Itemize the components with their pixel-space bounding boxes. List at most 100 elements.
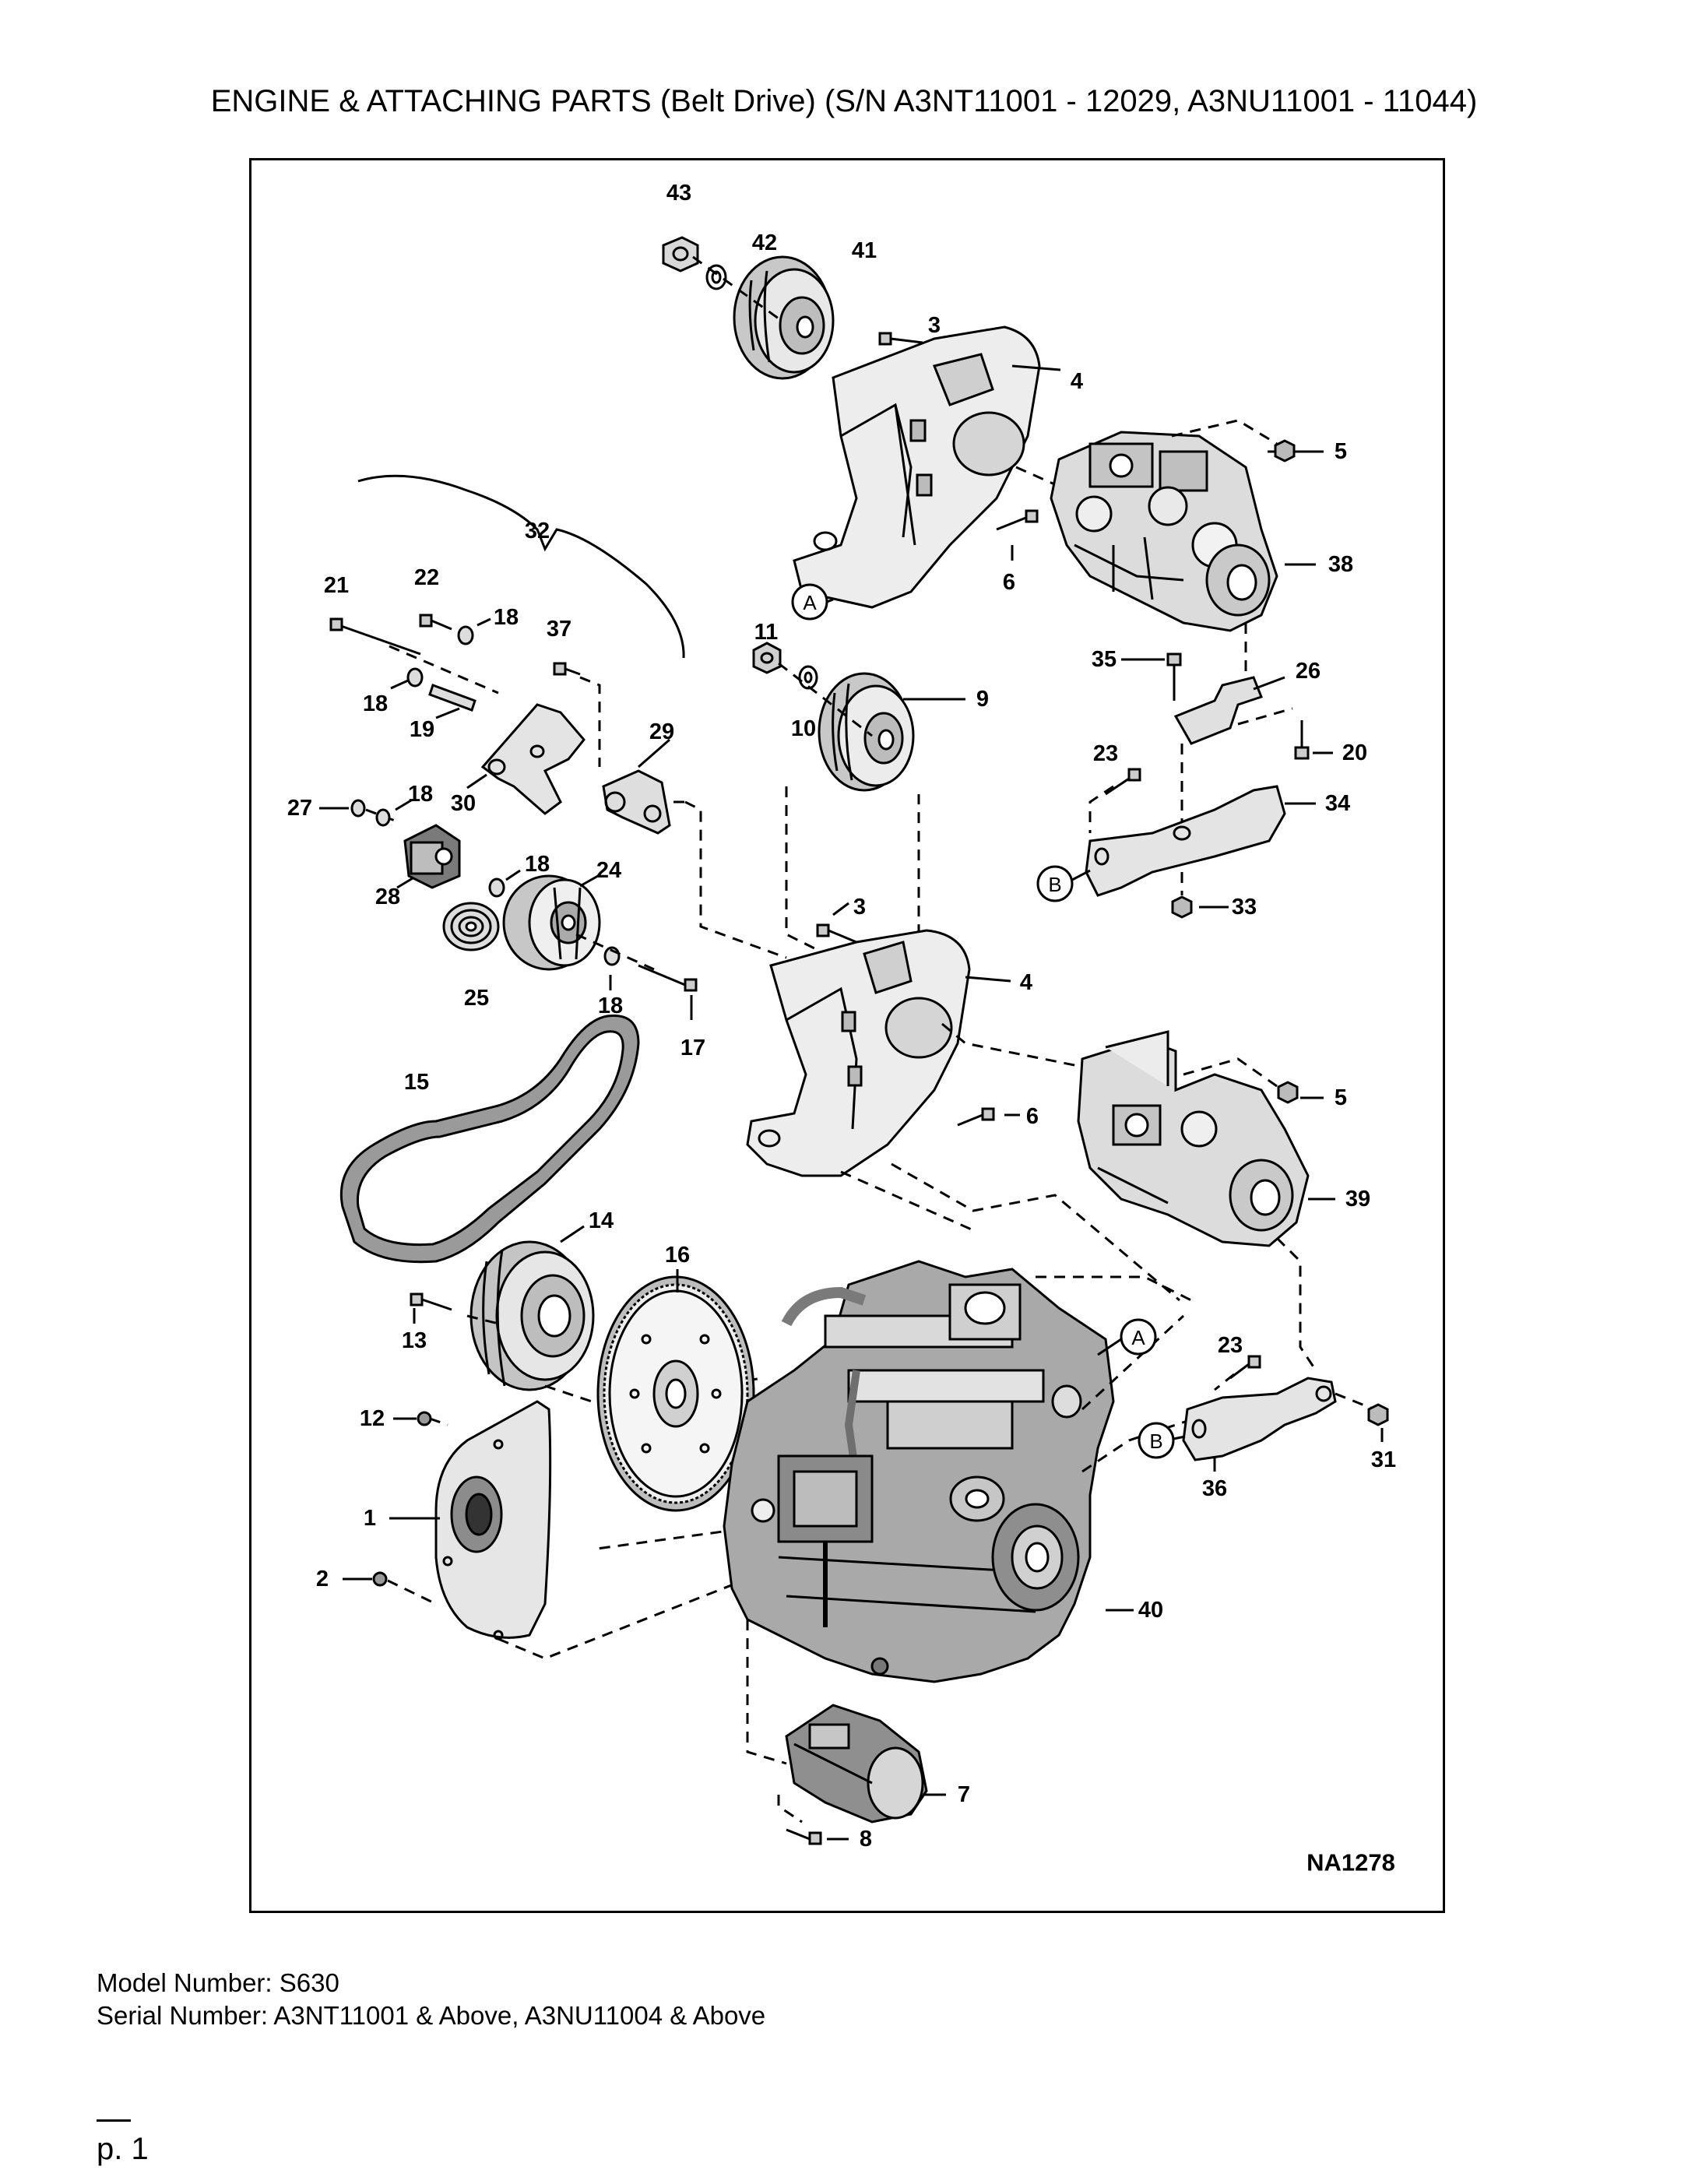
callout-label: 14 — [589, 1208, 614, 1233]
callout-label: 8 — [860, 1827, 872, 1852]
washer-18-d-part — [488, 877, 505, 898]
hydrostatic-pump-38-part — [1050, 431, 1278, 632]
engine-40-part — [723, 1260, 1115, 1683]
callout-label: 3 — [928, 313, 941, 338]
callout-label: 18 — [363, 691, 388, 716]
callout-label: 18 — [408, 782, 433, 807]
bolt-17-part — [638, 964, 698, 992]
callout-label: 23 — [1218, 1333, 1243, 1358]
nut-43-part — [662, 236, 699, 273]
flywheel-cover-1-part — [434, 1400, 552, 1641]
callout-label: 25 — [464, 986, 489, 1011]
model-number: Model Number: S630 — [97, 1968, 339, 1997]
arm-30-part — [480, 703, 586, 815]
bolt-23-lower-part — [1229, 1355, 1261, 1380]
bolt-22-part — [419, 614, 452, 631]
callout-label: 34 — [1325, 791, 1350, 816]
callout-label: 6 — [1026, 1104, 1039, 1129]
ref-marker-b-upper — [1036, 865, 1074, 902]
callout-label: 29 — [649, 719, 674, 744]
screw-12-part — [417, 1411, 432, 1426]
idler-pulley-24-part — [502, 874, 601, 971]
callout-label: 13 — [402, 1328, 427, 1353]
callout-label: 2 — [316, 1567, 329, 1591]
callout-label: 18 — [494, 605, 519, 630]
callout-label: 4 — [1020, 970, 1032, 995]
callout-label: 27 — [287, 796, 312, 821]
callout-label: 22 — [414, 565, 439, 590]
callout-label: 40 — [1138, 1598, 1163, 1623]
callout-label: 9 — [976, 687, 989, 712]
pulley-41-part — [733, 255, 835, 380]
washer-10-part — [798, 665, 818, 690]
callout-label: 18 — [598, 994, 623, 1018]
callout-label: 4 — [1071, 369, 1083, 394]
bolt-37-part — [553, 662, 581, 676]
callout-label: 12 — [360, 1406, 385, 1431]
callout-label: 43 — [666, 181, 691, 206]
bolt-13-part — [410, 1292, 452, 1311]
callout-label: 16 — [665, 1243, 690, 1268]
callout-label: 15 — [404, 1070, 429, 1095]
bolt-35-part — [1166, 652, 1182, 701]
callout-label: 42 — [752, 230, 777, 255]
callout-label: 39 — [1345, 1187, 1370, 1212]
callout-label: 23 — [1093, 741, 1118, 766]
callout-label: 21 — [324, 573, 349, 598]
callout-label: 3 — [853, 895, 866, 920]
callout-label: 19 — [410, 717, 434, 742]
callout-label: 30 — [451, 791, 476, 816]
serial-number: Serial Number: A3NT11001 & Above, A3NU11… — [97, 2001, 766, 2030]
callout-label: 10 — [791, 716, 816, 741]
group-brace-32 — [357, 474, 685, 659]
tensioner-28-part — [403, 824, 461, 889]
callout-label: 38 — [1328, 552, 1353, 577]
callout-label: 32 — [525, 519, 550, 543]
bracket-26-part — [1173, 676, 1263, 745]
nut-33-part — [1171, 895, 1193, 919]
callout-label: 7 — [958, 1782, 970, 1807]
bolt-21-part — [329, 617, 421, 656]
callout-label: 5 — [1335, 1085, 1347, 1110]
page-number: p. 1 — [97, 2132, 149, 2166]
bracket-36-part — [1182, 1377, 1337, 1461]
nut-5-upper-part — [1274, 439, 1296, 462]
hydrostatic-pump-39-part — [1077, 1030, 1310, 1247]
screw-2-part — [372, 1571, 388, 1587]
spring-25-part — [442, 902, 500, 951]
diagram-frame — [249, 158, 1445, 1913]
ref-letter: B — [1048, 873, 1061, 896]
bracket-29-part — [602, 769, 671, 835]
bolt-8-part — [786, 1828, 822, 1845]
callout-label: 41 — [852, 238, 877, 263]
starter-motor-7-part — [785, 1704, 928, 1824]
page-divider — [97, 2119, 131, 2122]
mount-bracket-4-lower-part — [746, 929, 971, 1177]
figure-id: NA1278 — [1306, 1849, 1395, 1876]
callout-label: 28 — [375, 885, 400, 909]
nut-5-lower-part — [1277, 1081, 1299, 1104]
ref-marker-b-lower — [1138, 1422, 1175, 1459]
nut-11-part — [752, 642, 782, 674]
callout-label: 37 — [547, 617, 571, 642]
callout-label: 35 — [1092, 647, 1117, 672]
callout-label: 24 — [596, 858, 621, 883]
washer-42-part — [705, 264, 727, 290]
callout-label: 26 — [1296, 659, 1321, 684]
callout-label: 11 — [754, 620, 779, 645]
washer-18-a-part — [457, 625, 474, 645]
callout-label: 33 — [1232, 895, 1257, 920]
bolt-23-upper-part — [1105, 768, 1141, 796]
ref-letter: A — [803, 591, 817, 614]
callout-label: 5 — [1335, 439, 1347, 464]
washer-27-part — [350, 799, 366, 818]
page-title: ENGINE & ATTACHING PARTS (Belt Drive) (S… — [210, 84, 1478, 118]
bolt-3-lower-part — [816, 923, 857, 944]
drive-belt-15-part — [339, 1014, 640, 1264]
callout-label: 20 — [1342, 740, 1367, 765]
callout-label: 6 — [1003, 570, 1015, 595]
bolt-20-part — [1294, 720, 1310, 760]
bolt-3-upper-part — [878, 332, 923, 346]
callout-label: 18 — [525, 852, 550, 877]
